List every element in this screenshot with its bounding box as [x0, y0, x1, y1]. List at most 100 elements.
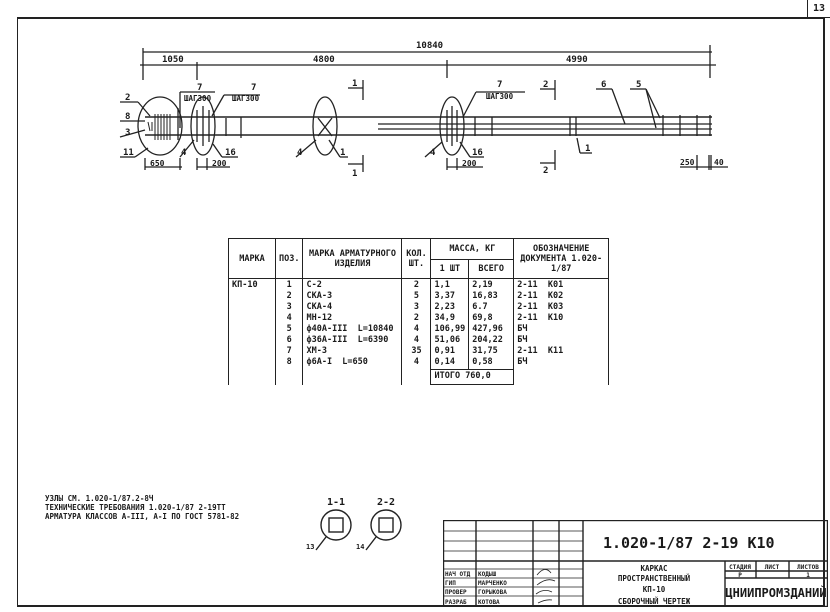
callout: 11	[123, 148, 134, 158]
dim-200a: 200	[212, 159, 227, 168]
row-total: 204,22	[472, 335, 503, 345]
organization: ЦНИИПРОМЗДАНИЙ	[725, 585, 826, 600]
row-pos: 2	[286, 291, 292, 301]
row-item: ф36А-III L=6390	[306, 335, 389, 345]
col-mass-total: ВСЕГО	[468, 259, 515, 279]
dim-650: 650	[150, 159, 165, 168]
row-total: 16,83	[472, 291, 498, 301]
section-mark: 2	[543, 166, 548, 176]
callout: 4	[181, 148, 187, 158]
sig-role: ГИП	[445, 580, 456, 587]
stage-value: Р	[738, 572, 742, 579]
row-doc: 2-11 К10	[517, 313, 564, 323]
row-qty: 4	[413, 324, 420, 334]
callout: 3	[125, 128, 130, 138]
signature-scribbles	[535, 569, 556, 604]
row-item: С-2	[306, 280, 322, 290]
callout: 2	[125, 93, 130, 103]
row-pos: 3	[286, 302, 292, 312]
row-total: 0,58	[472, 357, 493, 367]
dim-overall: 10840	[416, 41, 443, 51]
row-pos: 1	[286, 280, 292, 290]
row-one: 1,1	[434, 280, 450, 290]
row-total: 6.7	[472, 302, 488, 312]
section-mark: 2	[543, 80, 548, 90]
row-total: 31,75	[472, 346, 498, 356]
dim-right: 4990	[566, 55, 588, 65]
row-item: СКА-4	[306, 302, 333, 312]
dim-200b: 200	[462, 159, 477, 168]
row-qty: 4	[413, 357, 420, 367]
sig-name: КОДЫШ	[478, 571, 496, 578]
note-line: АРМАТУРА КЛАССОВ А-III, А-I ПО ГОСТ 5781…	[45, 512, 240, 521]
callout: 7	[197, 83, 202, 93]
row-one: 106,99	[434, 324, 466, 334]
cell-mark: КП-10	[228, 278, 276, 385]
title-line: ПРОСТРАНСТВЕННЫЙ	[618, 574, 691, 583]
title-line: КП-10	[643, 585, 666, 594]
title-line: СБОРОЧНЫЙ ЧЕРТЕЖ	[618, 597, 691, 606]
callout: 7	[497, 80, 502, 90]
sheets-header: ЛИСТОВ	[797, 564, 819, 571]
sig-role: ПРОВЕР	[445, 589, 467, 596]
row-doc: БЧ	[517, 357, 528, 367]
col-qty: КОЛ. ШТ.	[401, 238, 432, 279]
rebar-cage-elevation: 10840 1050 4800 4990 650 200 200 250 40 …	[119, 41, 728, 179]
row-one: 0,91	[434, 346, 455, 356]
row-doc: БЧ	[517, 324, 528, 334]
row-pos: 8	[286, 357, 292, 367]
row-item: СКА-3	[306, 291, 333, 301]
row-qty: 35	[411, 346, 422, 356]
row-qty: 2	[413, 313, 420, 323]
row-pos: 4	[286, 313, 292, 323]
sig-name: МАРЧЕНКО	[478, 580, 507, 587]
total-cell: ИТОГО 760,0	[430, 369, 515, 385]
dim-250: 250	[680, 158, 695, 167]
row-one: 2,23	[434, 302, 455, 312]
section-callout: 14	[356, 543, 364, 551]
col-mass: МАССА, КГ	[430, 238, 515, 260]
col-item: МАРКА АРМАТУРНОГО ИЗДЕЛИЯ	[302, 238, 403, 279]
row-pos: 5	[286, 324, 292, 334]
row-total: 69,8	[472, 313, 493, 323]
row-one: 3,37	[434, 291, 455, 301]
row-doc: 2-11 К01	[517, 280, 564, 290]
row-one: 0,14	[434, 357, 455, 367]
row-one: 51,06	[434, 335, 461, 345]
section-callout: 13	[306, 543, 314, 551]
row-item: МН-12	[306, 313, 333, 323]
row-qty: 3	[413, 302, 420, 312]
specification-table: МАРКА ПОЗ. МАРКА АРМАТУРНОГО ИЗДЕЛИЯ КОЛ…	[228, 238, 610, 385]
step-label: ШАГ300	[232, 94, 260, 103]
callout: 16	[472, 148, 483, 158]
row-total: 2,19	[472, 280, 493, 290]
row-qty: 2	[413, 280, 420, 290]
row-one: 34,9	[434, 313, 455, 323]
title-line: КАРКАС	[640, 564, 667, 573]
step-label: ШАГ300	[184, 94, 212, 103]
row-doc: 2-11 К11	[517, 346, 564, 356]
callout: 1	[340, 148, 345, 158]
step-label: ШАГ300	[486, 92, 514, 101]
col-mark: МАРКА	[228, 238, 276, 279]
row-qty: 4	[413, 335, 420, 345]
callout: 4	[430, 148, 436, 158]
dim-40: 40	[714, 158, 724, 167]
callout: 4	[297, 148, 303, 158]
section-mark: 1	[352, 79, 357, 89]
col-pos: ПОЗ.	[274, 238, 304, 279]
callout: 1	[585, 144, 590, 154]
col-doc: ОБОЗНАЧЕНИЕ ДОКУМЕНТА 1.020-1/87	[513, 238, 610, 279]
col-mass-one: 1 ШТ	[430, 259, 470, 279]
section-mark: 1	[352, 169, 357, 179]
callout: 5	[636, 80, 641, 90]
sig-name: КОТОВА	[478, 599, 500, 606]
sheet-header: ЛИСТ	[765, 564, 780, 571]
sig-name: ГОРЫКОВА	[478, 589, 507, 596]
